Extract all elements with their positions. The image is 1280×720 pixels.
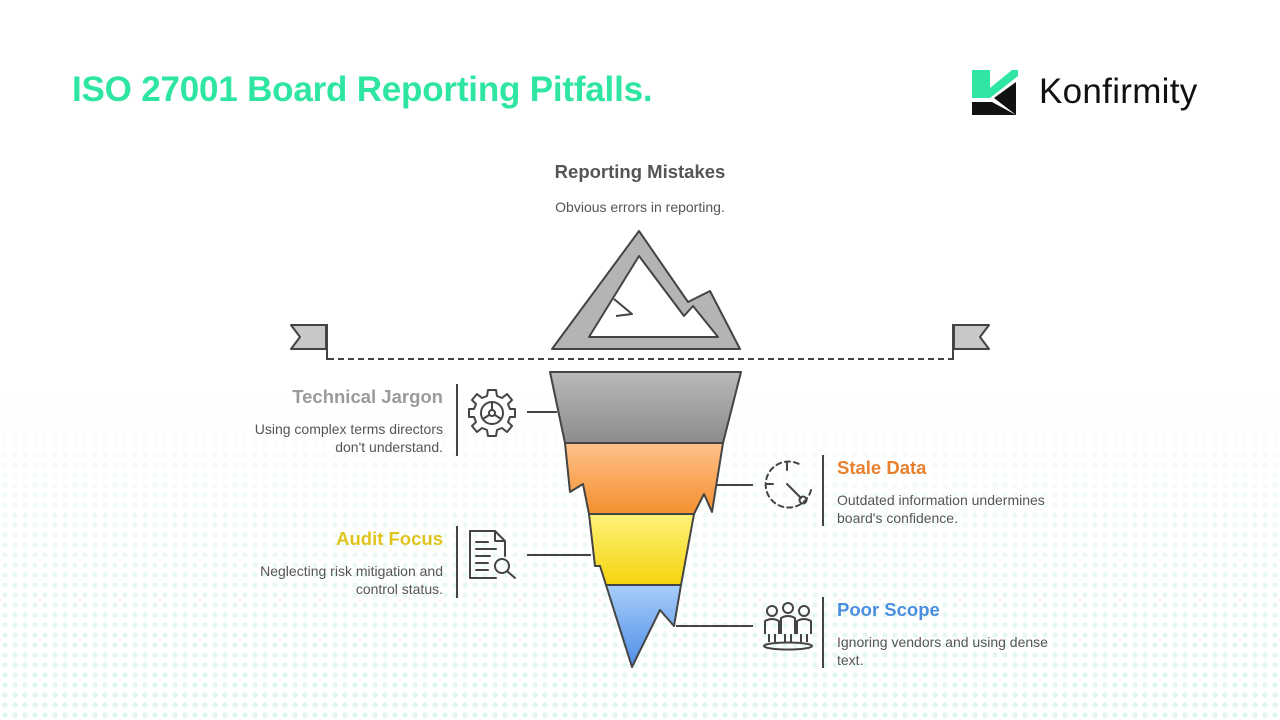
technical-jargon-title: Technical Jargon [292, 386, 443, 407]
reporting-mistakes-description: Obvious errors in reporting. [555, 199, 725, 215]
poor-scope-title: Poor Scope [837, 599, 940, 620]
stale-data-description-line1: Outdated information undermines [837, 492, 1045, 508]
audit-focus-title: Audit Focus [336, 528, 443, 549]
layer-orange [564, 442, 724, 515]
stale-data-description-line2: board's confidence. [837, 510, 958, 526]
poor-scope-description-line2: text. [837, 652, 864, 668]
right-flag-icon [952, 324, 990, 360]
layer-blue [605, 584, 682, 668]
brand-logo: Konfirmity [970, 68, 1220, 118]
stale-data-title: Stale Data [837, 457, 927, 478]
poor-scope-description-line1: Ignoring vendors and using dense [837, 634, 1048, 650]
left-flag-icon [290, 324, 328, 360]
audit-focus-description-line2: control status. [355, 581, 443, 597]
layer-yellow [588, 513, 695, 586]
konfirmity-logo-icon [972, 70, 1018, 115]
clock-icon [764, 460, 812, 509]
gear-icon [468, 389, 516, 437]
technical-jargon-description-line2: don't understand. [335, 439, 443, 455]
layer-gray [549, 371, 742, 444]
document-search-icon [469, 530, 516, 579]
people-group-icon [763, 602, 813, 651]
audit-focus-description-line1: Neglecting risk mitigation and [260, 563, 443, 579]
brand-name: Konfirmity [1039, 72, 1198, 111]
reporting-mistakes-title: Reporting Mistakes [554, 161, 726, 182]
mountain-peak-icon [551, 230, 741, 350]
page-title: ISO 27001 Board Reporting Pitfalls. [72, 70, 653, 109]
technical-jargon-description-line1: Using complex terms directors [254, 421, 443, 437]
